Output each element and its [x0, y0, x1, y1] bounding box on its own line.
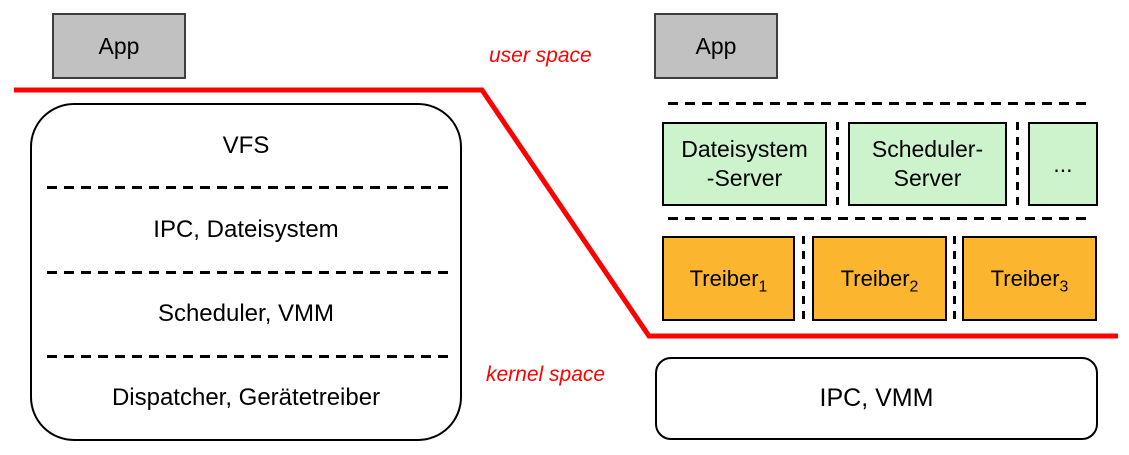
scheduler-server-line2: Server	[893, 165, 962, 191]
scheduler-server-box: Scheduler- Server	[848, 122, 1007, 206]
layer-scheduler-vmm: Scheduler, VMM	[157, 300, 335, 328]
layer-dispatcher-geraetetreiber: Dispatcher, Gerätetreiber	[111, 384, 381, 412]
monolithic-kernel-box: VFS IPC, Dateisystem Scheduler, VMM Disp…	[30, 103, 462, 441]
treiber1-label: Treiber1	[689, 265, 768, 295]
more-servers-ellipsis: ...	[1053, 150, 1073, 177]
layer-vfs: VFS	[222, 131, 270, 159]
server-divider	[836, 122, 839, 206]
microkernel-box: IPC, VMM	[655, 357, 1098, 440]
dateisystem-server-box: Dateisystem -Server	[662, 122, 827, 206]
layer-ipc-dateisystem: IPC, Dateisystem	[153, 215, 339, 243]
dateisystem-server-line1: Dateisystem	[681, 136, 808, 163]
dashed-line-below-servers	[668, 217, 1092, 220]
driver-divider	[802, 236, 805, 321]
treiber3-box: Treiber3	[962, 236, 1097, 321]
right-app-box: App	[654, 13, 778, 79]
user-space-label: user space	[489, 44, 592, 67]
right-app-label: App	[695, 32, 737, 59]
treiber2-box: Treiber2	[812, 236, 947, 321]
kernel-space-label: kernel space	[486, 363, 606, 386]
microkernel-label: IPC, VMM	[819, 384, 934, 412]
layer-divider	[47, 354, 450, 358]
dashed-line-above-servers	[668, 102, 1092, 105]
scheduler-server-line1: Scheduler-	[871, 136, 984, 163]
left-app-label: App	[98, 32, 140, 59]
more-servers-box: ...	[1028, 122, 1098, 206]
driver-divider	[953, 236, 956, 321]
server-divider	[1016, 122, 1019, 206]
dateisystem-server-line2: -Server	[706, 165, 783, 191]
treiber3-label: Treiber3	[990, 265, 1069, 295]
left-app-box: App	[52, 13, 186, 79]
treiber2-label: Treiber2	[840, 265, 919, 295]
treiber1-box: Treiber1	[662, 236, 795, 321]
